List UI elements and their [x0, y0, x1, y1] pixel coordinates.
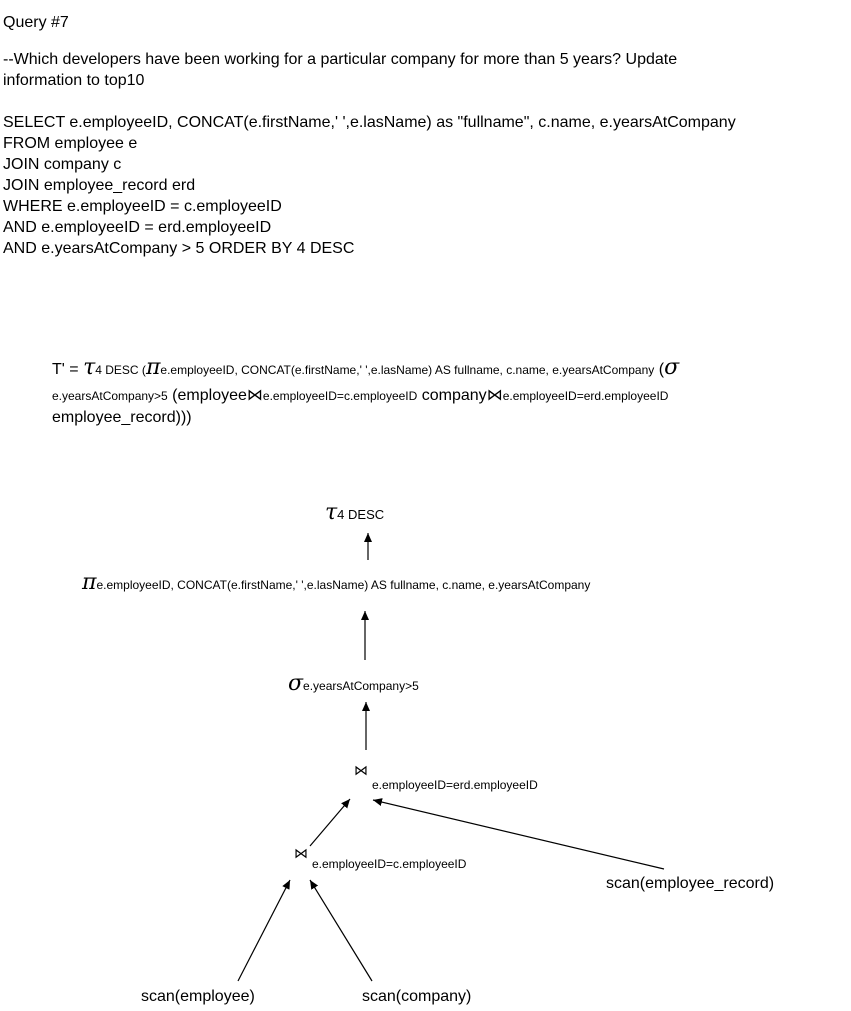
ra-paren: ( [138, 363, 146, 377]
sql-block: SELECT e.employeeID, CONCAT(e.firstName,… [3, 112, 736, 259]
sigma-symbol: σ [664, 355, 680, 380]
sigma-symbol: σ [288, 671, 304, 696]
sql-line: WHERE e.employeeID = c.employeeID [3, 198, 282, 215]
sql-line: AND e.employeeID = erd.employeeID [3, 219, 272, 236]
join-top-symbol: ⋈ [354, 762, 368, 778]
join-symbol: ⋈ [486, 387, 503, 404]
edge-scan-employee-to-join-bottom [237, 879, 291, 982]
tau-symbol: τ [83, 355, 96, 380]
join-bottom-symbol: ⋈ [294, 845, 308, 861]
query-title: Query #7 [3, 14, 69, 31]
scan-employee: scan(employee) [141, 988, 255, 1005]
sql-line: JOIN employee_record erd [3, 177, 196, 194]
ra-expression-line-1: T' = τ4 DESC (πe.employeeID, CONCAT(e.fi… [52, 356, 679, 382]
ra-relation-employee: (employee [167, 387, 247, 404]
sql-line: JOIN company c [3, 156, 122, 173]
tree-node-pi: πe.employeeID, CONCAT(e.firstName,' ',e.… [82, 570, 590, 595]
join-bottom-label: e.employeeID=c.employeeID [312, 857, 467, 871]
edge-join-bottom-to-join-top [309, 798, 351, 847]
scan-company: scan(company) [362, 988, 472, 1005]
edge-scan-employee-record-to-join-top [372, 798, 665, 870]
pi-subscript: e.employeeID, CONCAT(e.firstName,' ',e.l… [160, 363, 655, 377]
edge-scan-company-to-join-bottom [309, 879, 373, 982]
join2-subscript: e.employeeID=erd.employeeID [502, 389, 669, 403]
ra-relation-company: company [417, 387, 487, 404]
ra-expression-line-2: e.yearsAtCompany>5 (employee⋈e.employeeI… [52, 384, 668, 408]
sql-line: FROM employee e [3, 135, 138, 152]
sigma-label: e.yearsAtCompany>5 [303, 679, 419, 693]
scan-employee-record: scan(employee_record) [606, 875, 775, 892]
join1-subscript: e.employeeID=c.employeeID [262, 389, 418, 403]
sql-line: AND e.yearsAtCompany > 5 ORDER BY 4 DESC [3, 240, 355, 257]
tau-symbol: τ [325, 500, 338, 525]
pi-label: e.employeeID, CONCAT(e.firstName,' ',e.l… [96, 578, 591, 592]
ra-paren: ( [654, 361, 665, 378]
tree-node-tau: τ4 DESC [325, 500, 384, 525]
query-comment-line-1: --Which developers have been working for… [3, 51, 678, 68]
tau-subscript: 4 DESC [95, 363, 139, 377]
ra-relation-employee-record: employee_record))) [52, 409, 192, 426]
join-symbol: ⋈ [246, 387, 263, 404]
query-comment-line-2: information to top10 [3, 72, 145, 89]
sigma-subscript: e.yearsAtCompany>5 [52, 389, 168, 403]
tau-label: 4 DESC [337, 507, 385, 522]
tree-node-sigma: σe.yearsAtCompany>5 [288, 671, 419, 696]
pi-symbol: π [145, 355, 161, 380]
ra-prefix: T' = [52, 361, 84, 378]
sql-line: SELECT e.employeeID, CONCAT(e.firstName,… [3, 114, 736, 131]
ra-expression-line-3: employee_record))) [52, 406, 192, 430]
pi-symbol: π [82, 570, 97, 595]
join-top-label: e.employeeID=erd.employeeID [372, 778, 538, 792]
